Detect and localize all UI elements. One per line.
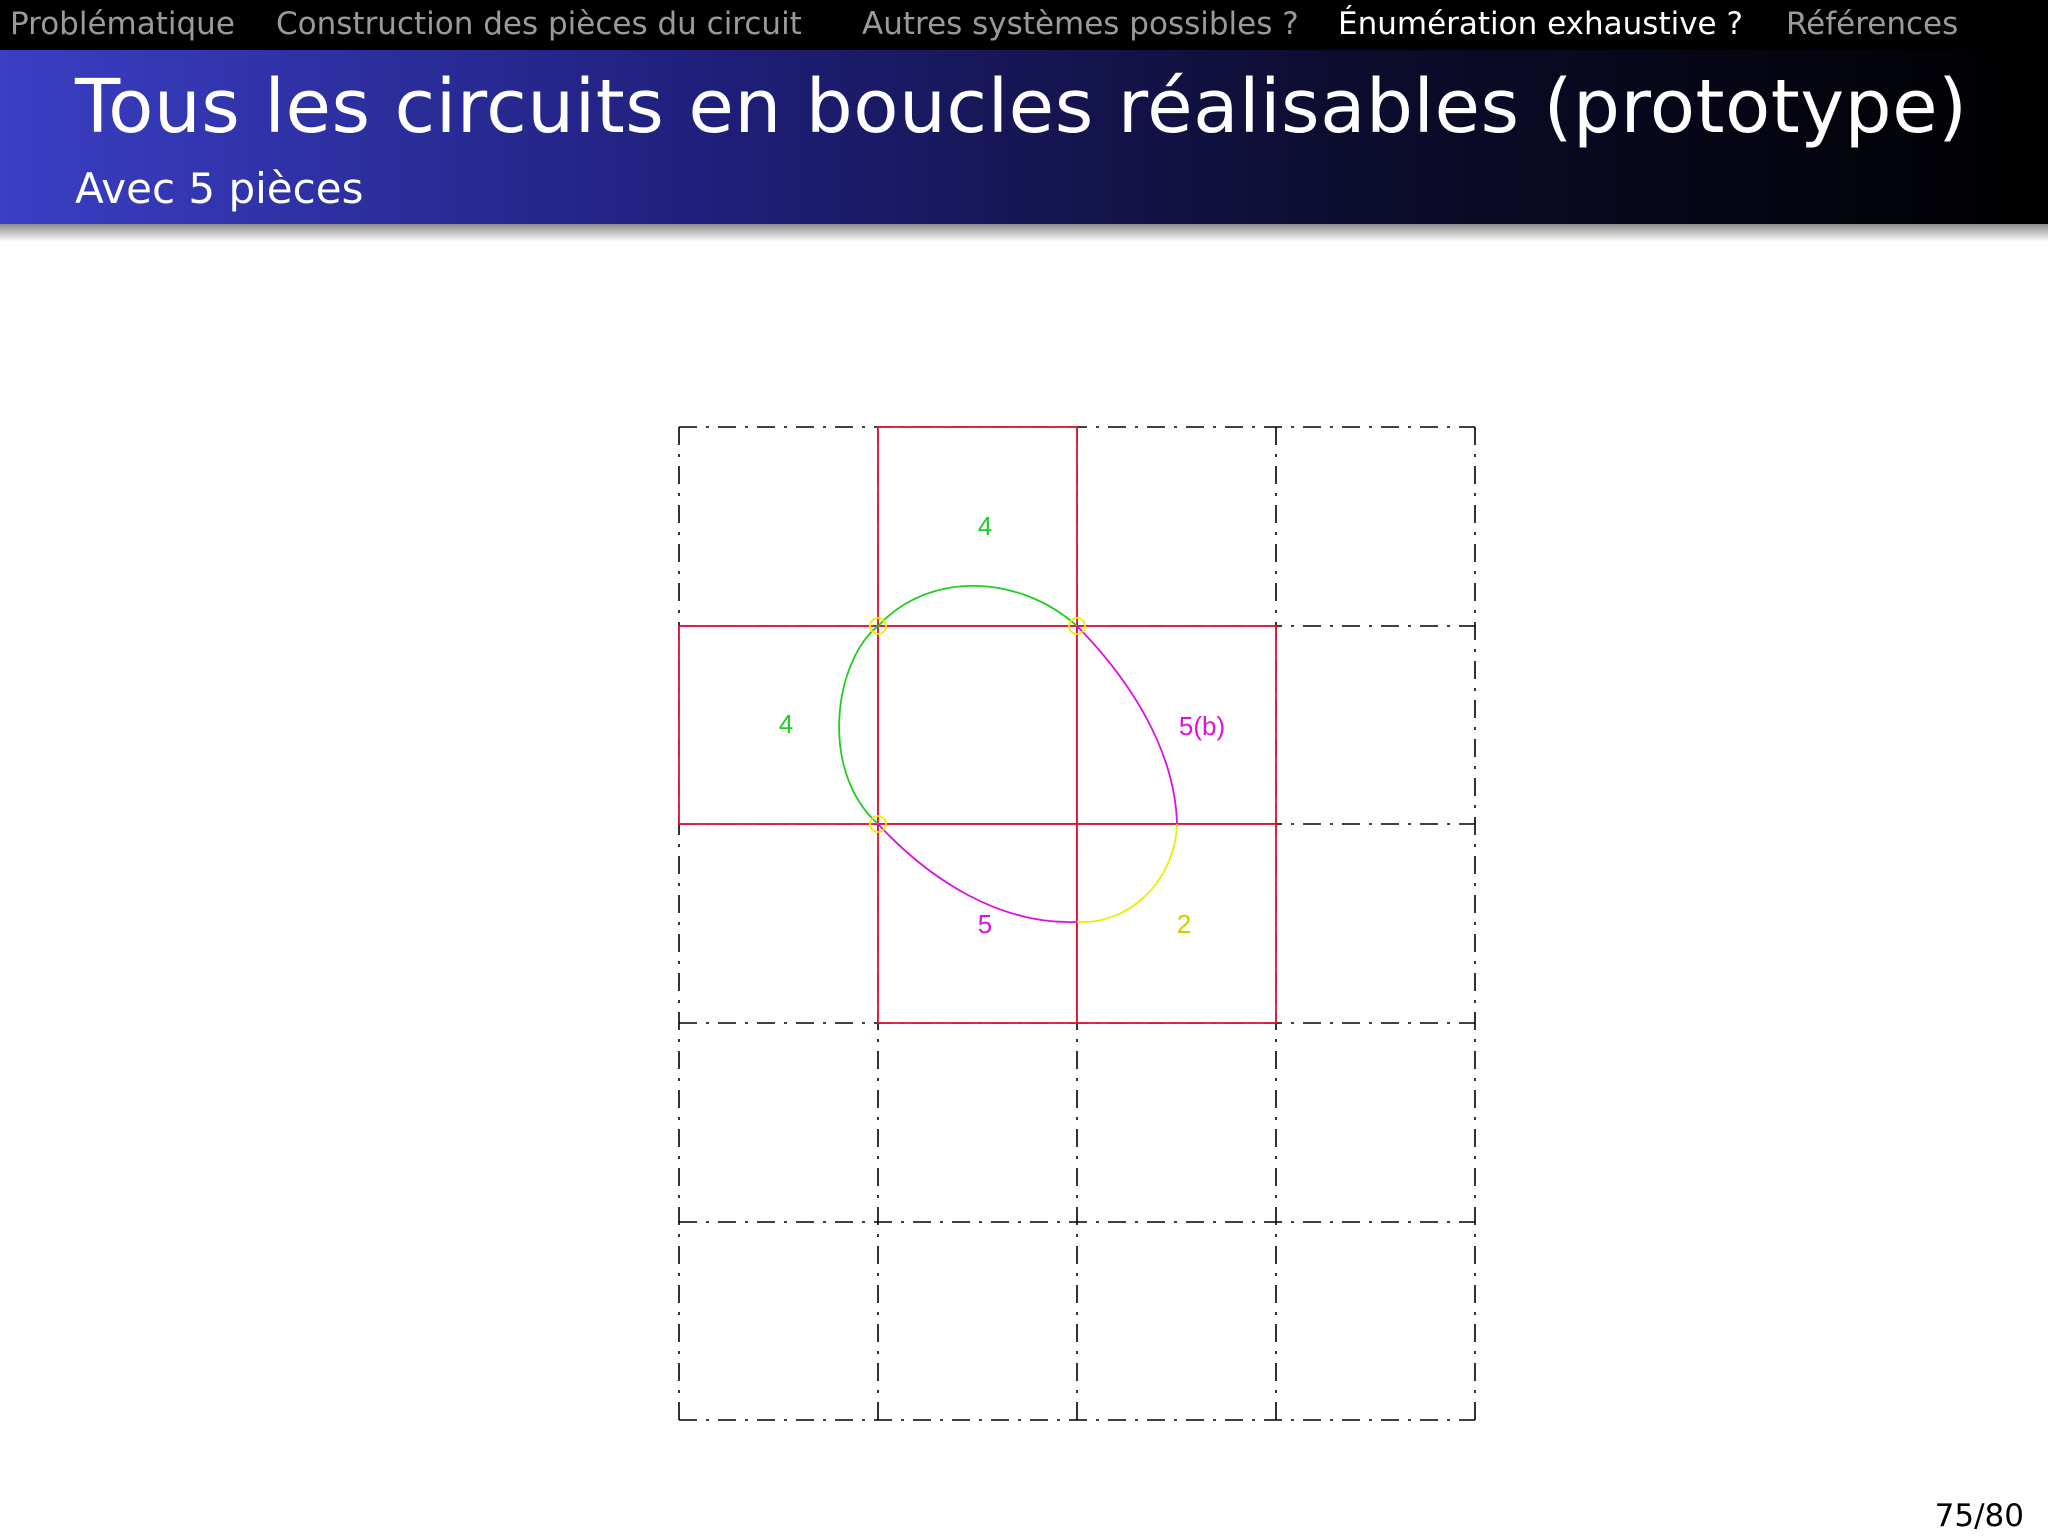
nav-item-enumeration[interactable]: Énumération exhaustive ? xyxy=(1338,6,1743,42)
nav-item-autres-systemes[interactable]: Autres systèmes possibles ? xyxy=(862,6,1299,42)
junction-marker xyxy=(1068,617,1086,635)
label-piece-5b: 5(b) xyxy=(1179,711,1225,741)
nav-item-construction[interactable]: Construction des pièces du circuit xyxy=(276,6,802,42)
title-bar: Tous les circuits en boucles réalisables… xyxy=(0,50,2048,224)
piece-square xyxy=(877,426,1078,627)
junction-marker xyxy=(869,617,887,635)
slide-subtitle: Avec 5 pièces xyxy=(75,164,364,213)
piece-square xyxy=(877,823,1078,1024)
magenta-track-5b xyxy=(1076,625,1178,825)
label-piece-4-left: 4 xyxy=(779,709,793,739)
nav-item-problematique[interactable]: Problématique xyxy=(10,6,235,42)
nav-item-references[interactable]: Références xyxy=(1786,6,1959,42)
piece-square xyxy=(678,625,879,825)
junction-marker xyxy=(869,815,887,833)
page-number: 75/80 xyxy=(1934,1498,2024,1534)
label-piece-5: 5 xyxy=(978,909,992,939)
label-piece-2: 2 xyxy=(1177,909,1191,939)
piece-square xyxy=(1076,625,1277,825)
piece-squares xyxy=(678,426,1277,1024)
title-bar-shadow xyxy=(0,224,2048,242)
section-navigation: Problématique Construction des pièces du… xyxy=(0,0,2048,50)
slide-title: Tous les circuits en boucles réalisables… xyxy=(75,64,1968,150)
track-curves xyxy=(838,584,1178,923)
piece-square xyxy=(877,625,1078,825)
label-piece-4-top: 4 xyxy=(978,511,992,541)
yellow-track xyxy=(1076,823,1178,923)
piece-square xyxy=(1076,823,1277,1024)
magenta-track-5 xyxy=(877,823,1078,923)
green-track xyxy=(838,584,1078,825)
piece-labels: 4 4 5(b) 5 2 xyxy=(779,511,1225,939)
